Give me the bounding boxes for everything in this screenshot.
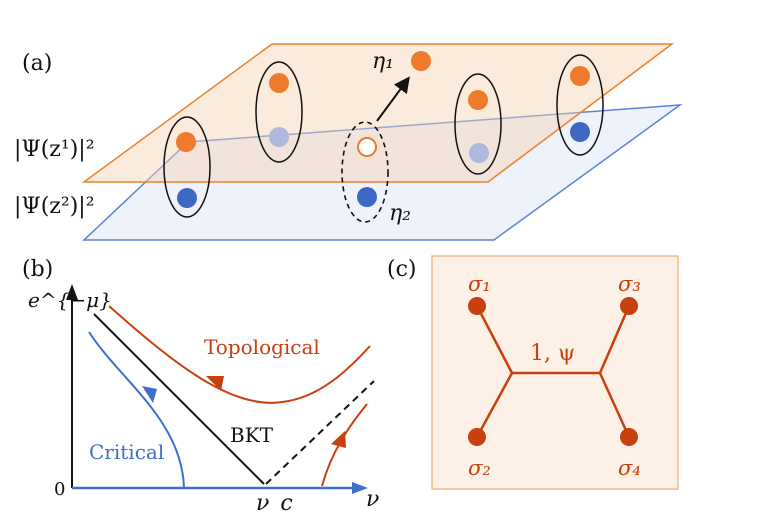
panel-a-label: (a) xyxy=(22,51,52,76)
orange-particle-1 xyxy=(176,132,196,152)
eta1-particle xyxy=(411,51,431,71)
fusion-tree-lines xyxy=(475,305,631,438)
bottom-plane xyxy=(82,104,683,241)
sigma3-node xyxy=(620,297,638,315)
sigma3-label: σ₃ xyxy=(618,272,641,296)
top-plane xyxy=(81,43,675,183)
hollow-orange-particle xyxy=(357,137,377,157)
channel-label: 1, ψ xyxy=(530,341,575,366)
pair-ellipse-2 xyxy=(255,61,303,163)
critical-flow-line xyxy=(88,331,185,489)
topological-label: Topological xyxy=(204,335,320,359)
sigma2-label: σ₂ xyxy=(468,456,491,480)
critical-flow-arrowhead xyxy=(142,386,157,403)
bkt-dashed-continuation xyxy=(265,380,375,485)
blue-particle-5 xyxy=(570,122,590,142)
layer2-label: |Ψ(z²)|² xyxy=(14,194,95,219)
blue-particle-1 xyxy=(177,188,197,208)
sigma4-label: σ₄ xyxy=(618,456,641,480)
orange-particle-4 xyxy=(468,90,488,110)
origin-label: 0 xyxy=(54,479,65,500)
critical-label: Critical xyxy=(89,440,164,464)
nu-c-label: ν_c xyxy=(256,491,293,514)
x-axis-arrowhead xyxy=(352,482,368,494)
panel-c: (c) σ₁ σ₂ σ₃ σ₄ 1, ψ xyxy=(387,255,679,490)
topological-runaway-arrowhead xyxy=(331,431,346,448)
bkt-line xyxy=(93,313,265,485)
eta1-arrow xyxy=(376,76,410,122)
topological-flow-arrowhead xyxy=(206,376,224,391)
x-axis-label: ν xyxy=(366,487,379,512)
topological-flow-line xyxy=(108,305,371,404)
eta1-label: η₁ xyxy=(372,49,394,74)
orange-particle-5 xyxy=(570,66,590,86)
pair-ellipse-4 xyxy=(454,73,502,175)
panel-c-label: (c) xyxy=(387,257,417,282)
eta2-label: η₂ xyxy=(389,201,411,226)
sigma4-node xyxy=(620,428,638,446)
pair-ellipse-1 xyxy=(163,116,211,218)
dashed-pair-ellipse xyxy=(341,121,389,223)
layer1-label: |Ψ(z¹)|² xyxy=(14,137,95,162)
light-blue-particle-4 xyxy=(469,143,489,163)
sigma1-label: σ₁ xyxy=(468,272,491,296)
sigma1-node xyxy=(468,297,486,315)
panel-b: (b) e^{−μ} 0 ν ν_c BKT Critical Topologi… xyxy=(22,257,379,514)
blue-particle-3 xyxy=(357,187,377,207)
panel-b-label: (b) xyxy=(22,257,53,282)
sigma2-node xyxy=(468,428,486,446)
pair-ellipse-5 xyxy=(556,54,604,156)
bkt-label: BKT xyxy=(230,423,274,447)
y-axis-label: e^{−μ} xyxy=(28,288,112,312)
light-blue-particle-2 xyxy=(269,127,289,147)
panel-a: (a) η₁ η₂ |Ψ(z¹)|² |Ψ(z²)|² xyxy=(14,43,683,241)
orange-particle-2 xyxy=(269,73,289,93)
y-axis-arrowhead xyxy=(66,284,78,300)
